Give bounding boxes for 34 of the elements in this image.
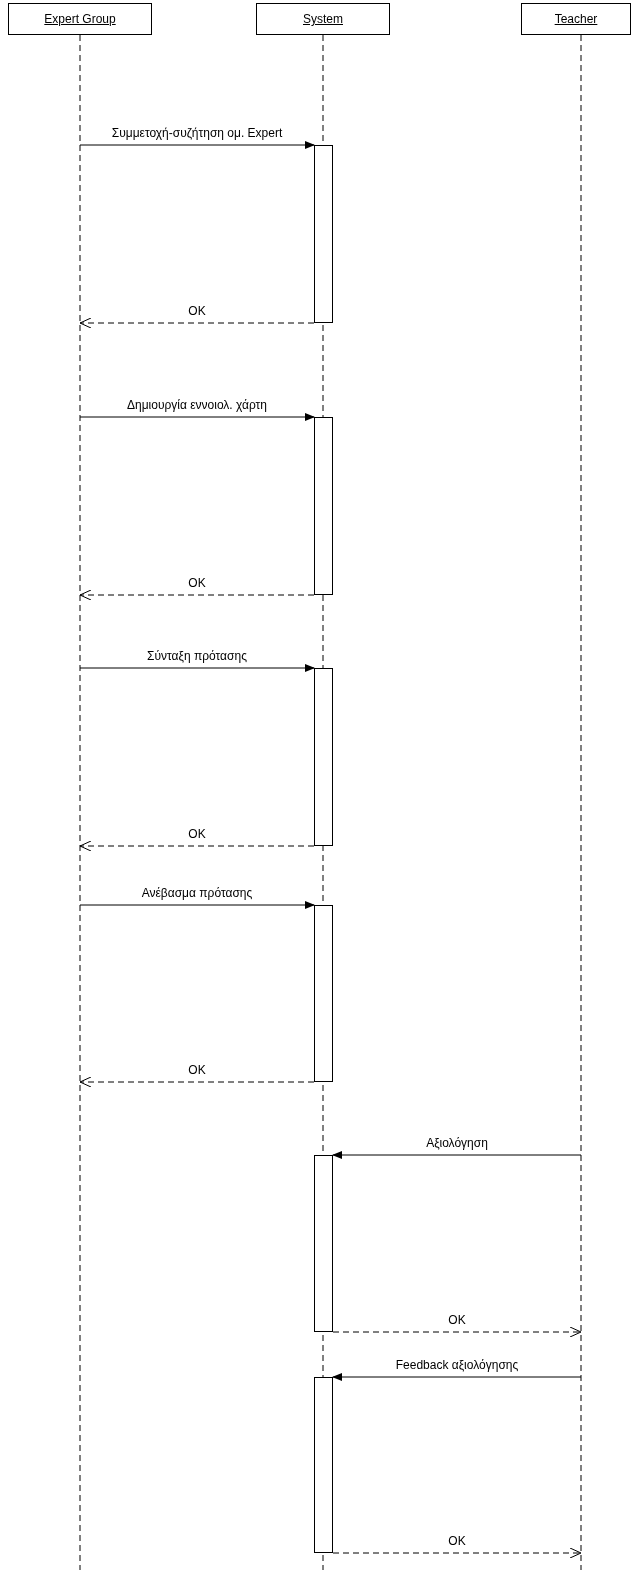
activation-bar xyxy=(314,668,333,846)
activation-bar xyxy=(314,1155,333,1332)
edge-label: OK xyxy=(186,576,208,590)
activation-bar xyxy=(314,1377,333,1553)
message-arrow xyxy=(79,664,315,672)
lifeline xyxy=(521,3,631,1570)
message-arrow xyxy=(79,901,315,909)
edge-label: OK xyxy=(186,304,208,318)
lifeline-title: Teacher xyxy=(554,12,598,26)
return-message-arrow xyxy=(332,1326,582,1338)
activation-bar xyxy=(314,145,333,323)
edge-label: Συμμετοχή-συζήτηση ομ. Expert xyxy=(109,126,285,140)
message-arrow xyxy=(332,1373,582,1381)
message-arrow xyxy=(79,413,315,421)
message-arrow xyxy=(79,141,315,149)
edge-label: Δημιουργία εννοιολ. χάρτη xyxy=(124,398,270,412)
edge-label: OK xyxy=(186,827,208,841)
activation-bar xyxy=(314,905,333,1082)
lifeline-title: System xyxy=(303,12,343,26)
return-message-arrow xyxy=(332,1547,582,1559)
return-message-arrow xyxy=(79,589,315,601)
edge-label: Σύνταξη πρότασης xyxy=(145,649,249,663)
edge-label: OK xyxy=(186,1063,208,1077)
edge-label: Αξιολόγηση xyxy=(424,1136,490,1150)
message-arrow xyxy=(332,1151,582,1159)
return-message-arrow xyxy=(79,317,315,329)
edge-label: OK xyxy=(446,1534,468,1548)
activation-bar xyxy=(314,417,333,595)
edge-label: Ανέβασμα πρότασης xyxy=(139,886,255,900)
return-message-arrow xyxy=(79,840,315,852)
lifeline-title: Expert Group xyxy=(44,12,116,26)
return-message-arrow xyxy=(79,1076,315,1088)
edge-label: Feedback αξιολόγησης xyxy=(393,1358,521,1372)
edge-label: OK xyxy=(446,1313,468,1327)
